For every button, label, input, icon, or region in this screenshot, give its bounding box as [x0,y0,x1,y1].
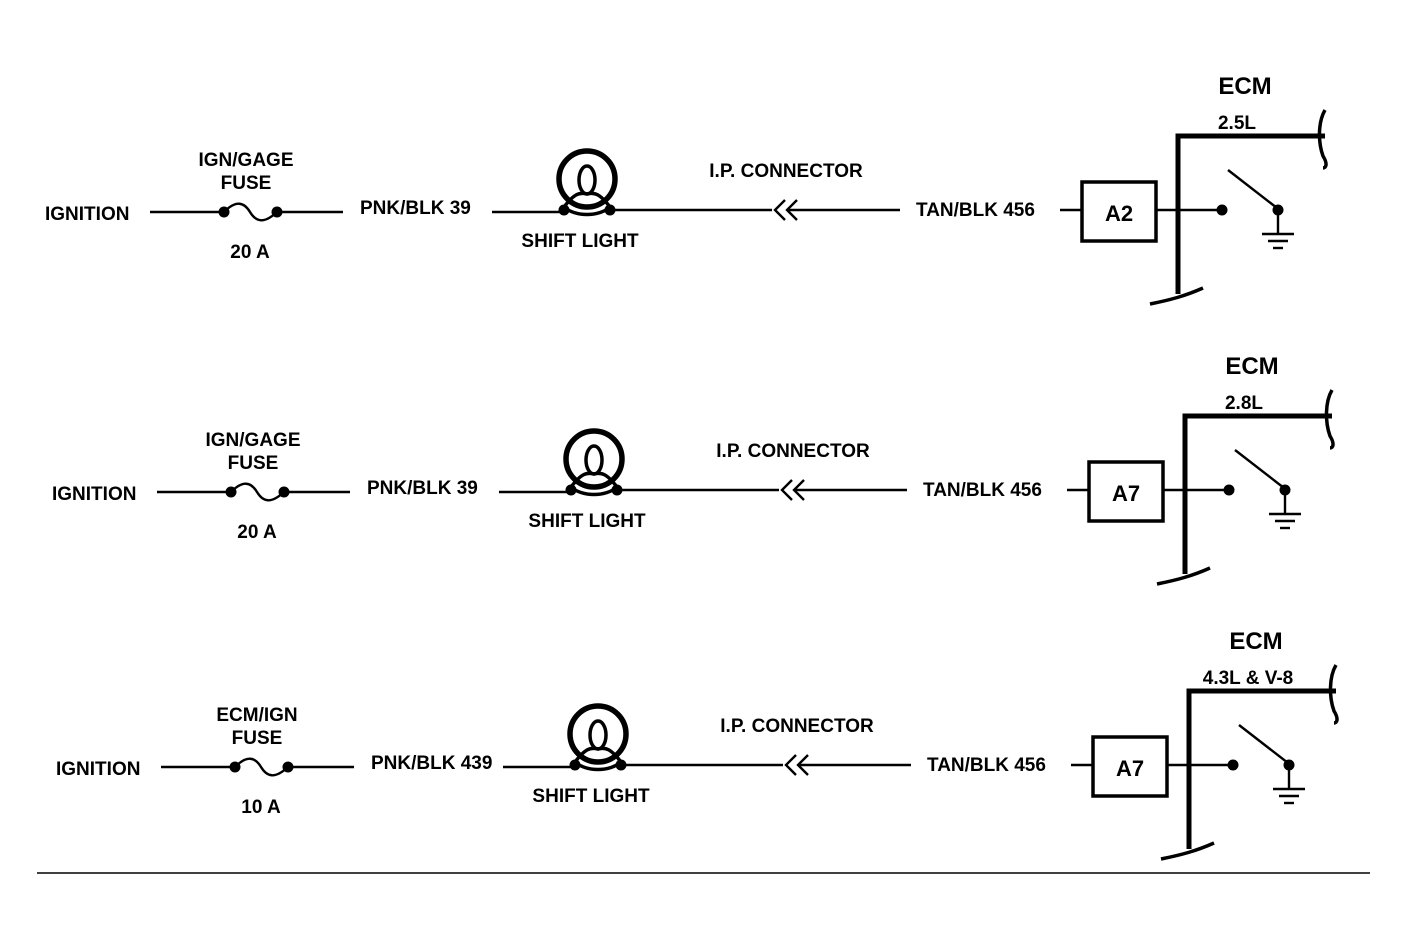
ignition-label: IGNITION [52,484,136,505]
shift-light-label: SHIFT LIGHT [528,511,646,532]
fuse-icon [218,202,283,222]
fuse-label: FUSE [221,173,272,194]
fuse-name: ECM/IGN [216,705,297,726]
ecm-pin-label: A2 [1105,201,1133,226]
wire-label-out: TAN/BLK 456 [927,755,1046,776]
wire-label-in: PNK/BLK 39 [360,198,471,219]
ecm-engine-label: 2.8L [1225,393,1263,414]
fuse-icon [225,482,290,502]
ecm-pin-box [1091,735,1169,798]
ecm-engine-label: 4.3L & V-8 [1203,668,1293,689]
ecm-pin-box [1080,180,1158,243]
ip-connector-label: I.P. CONNECTOR [720,716,874,737]
shift-light-label: SHIFT LIGHT [521,231,639,252]
ignition-label: IGNITION [45,204,129,225]
ecm-module [1156,389,1335,586]
ground-icon [1262,232,1294,250]
fuse-icon [229,757,294,777]
switch-icon [1223,449,1291,514]
fuse-name: IGN/GAGE [205,430,300,451]
ecm-pin-label: A7 [1112,481,1140,506]
wire-label-in: PNK/BLK 439 [371,753,492,774]
ecm-title: ECM [1218,73,1271,100]
shift-light-label: SHIFT LIGHT [532,786,650,807]
shift-light-bulb-icon [556,148,618,217]
ecm-pin-label: A7 [1116,756,1144,781]
shift-light-bulb-icon [567,703,629,772]
wire-label-out: TAN/BLK 456 [916,200,1035,221]
ecm-engine-label: 2.5L [1218,113,1256,134]
shift-light-bulb-icon [563,428,625,497]
ecm-title: ECM [1225,353,1278,380]
wire-label-out: TAN/BLK 456 [923,480,1042,501]
ip-connector-label: I.P. CONNECTOR [709,161,863,182]
ground-icon [1269,512,1301,530]
ecm-module [1149,109,1328,306]
switch-icon [1227,724,1295,789]
fuse-label: FUSE [232,728,283,749]
wire-label-in: PNK/BLK 39 [367,478,478,499]
ecm-title: ECM [1229,628,1282,655]
fuse-rating: 20 A [230,242,270,263]
fuse-name: IGN/GAGE [198,150,293,171]
ecm-pin-box [1087,460,1165,523]
ecm-module [1160,664,1339,861]
fuse-label: FUSE [228,453,279,474]
switch-icon [1216,169,1284,234]
fuse-rating: 10 A [241,797,281,818]
ignition-label: IGNITION [56,759,140,780]
ground-icon [1273,787,1305,805]
ip-connector-label: I.P. CONNECTOR [716,441,870,462]
fuse-rating: 20 A [237,522,277,543]
